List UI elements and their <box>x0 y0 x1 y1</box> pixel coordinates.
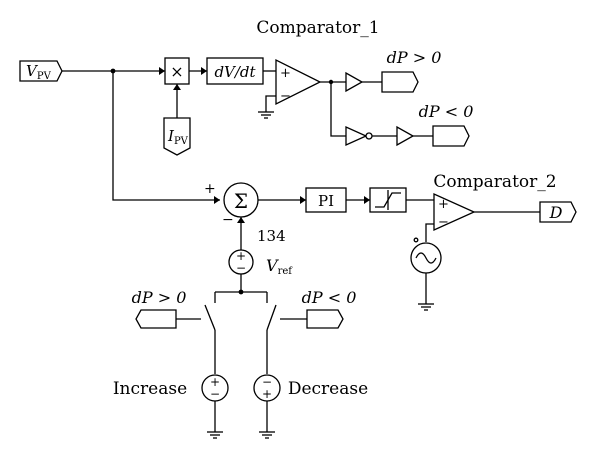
vref-label: V <box>266 256 279 275</box>
inverter <box>345 125 368 147</box>
vpv-label: V <box>26 62 39 80</box>
pi-controller-block: PI <box>305 187 347 213</box>
dp-neg-output-port <box>432 125 470 147</box>
arrow <box>237 217 245 223</box>
arrow <box>364 196 370 204</box>
comparator1-minus: − <box>280 89 291 104</box>
vref-dc-source: + − <box>228 249 254 275</box>
sine-source-icon <box>410 242 442 274</box>
dp-pos-output-port <box>381 71 419 93</box>
vpv-input-port: VPV <box>19 60 63 82</box>
ground-symbol <box>207 431 223 439</box>
ipv-label: I <box>167 127 175 145</box>
decrease-dc-source: − + <box>253 374 281 402</box>
duty-label: D <box>549 203 563 222</box>
comparator2-plus: + <box>438 197 449 212</box>
comparator1-title: Comparator_1 <box>256 18 379 38</box>
arrow <box>201 67 207 75</box>
arrow <box>214 196 220 204</box>
pi-label: PI <box>318 192 334 210</box>
comparator2-title: Comparator_2 <box>433 172 556 192</box>
source-dot <box>413 237 419 243</box>
svg-text:VPV: VPV <box>26 62 52 82</box>
arrow <box>173 84 181 90</box>
duty-output-port: D <box>539 201 577 223</box>
feedback-wire <box>112 71 220 201</box>
sum-symbol: Σ <box>234 189 248 213</box>
comparator1-plus: + <box>280 66 291 81</box>
svg-text:Vref: Vref <box>266 256 293 277</box>
switch-dp-neg-port <box>306 309 344 329</box>
svg-text:+: + <box>210 375 220 389</box>
svg-text:+: + <box>236 249 246 263</box>
multiplier-symbol: × <box>170 62 183 81</box>
inverter-bubble <box>365 132 373 140</box>
dp-neg-label: dP < 0 <box>419 102 474 121</box>
derivative-block: dV/dt <box>206 57 264 85</box>
ground-symbol <box>259 431 275 439</box>
svg-text:−: − <box>262 375 272 389</box>
sum-minus-sign: − <box>222 212 234 228</box>
derivative-label: dV/dt <box>214 63 256 81</box>
svg-text:−: − <box>236 261 246 275</box>
switch-dp-pos-label: dP > 0 <box>132 288 187 307</box>
dp-pos-label: dP > 0 <box>387 48 442 67</box>
svg-text:IPV: IPV <box>167 127 189 147</box>
wire <box>330 82 346 137</box>
svg-text:+: + <box>262 387 272 401</box>
vref-subscript: ref <box>278 266 294 277</box>
arrow <box>300 196 306 204</box>
arrow <box>159 67 165 75</box>
wire <box>425 223 434 242</box>
increase-dc-source: + − <box>201 374 229 402</box>
switch-increase-blade <box>204 304 216 331</box>
node-label-134: 134 <box>257 227 286 245</box>
ipv-subscript: PV <box>174 136 189 147</box>
ipv-input-port: IPV <box>163 117 191 156</box>
buffer-2 <box>396 125 415 147</box>
wire <box>265 95 276 112</box>
decrease-label: Decrease <box>288 379 368 399</box>
vpv-subscript: PV <box>37 71 52 82</box>
svg-text:−: − <box>210 387 220 401</box>
limiter-block <box>369 187 407 213</box>
comparator2-minus: − <box>438 215 449 230</box>
switch-decrease-blade <box>266 304 277 331</box>
buffer-1 <box>345 71 364 93</box>
sum-plus-sign: + <box>204 181 216 197</box>
ground-symbol <box>418 303 434 311</box>
switch-dp-neg-label: dP < 0 <box>302 288 357 307</box>
increase-label: Increase <box>113 379 187 399</box>
switch-dp-pos-port <box>135 309 177 329</box>
multiplier-block: × <box>164 57 190 85</box>
comparator-2: + − <box>433 192 476 232</box>
comparator-1: + − <box>275 58 322 106</box>
ground-symbol <box>258 111 274 119</box>
